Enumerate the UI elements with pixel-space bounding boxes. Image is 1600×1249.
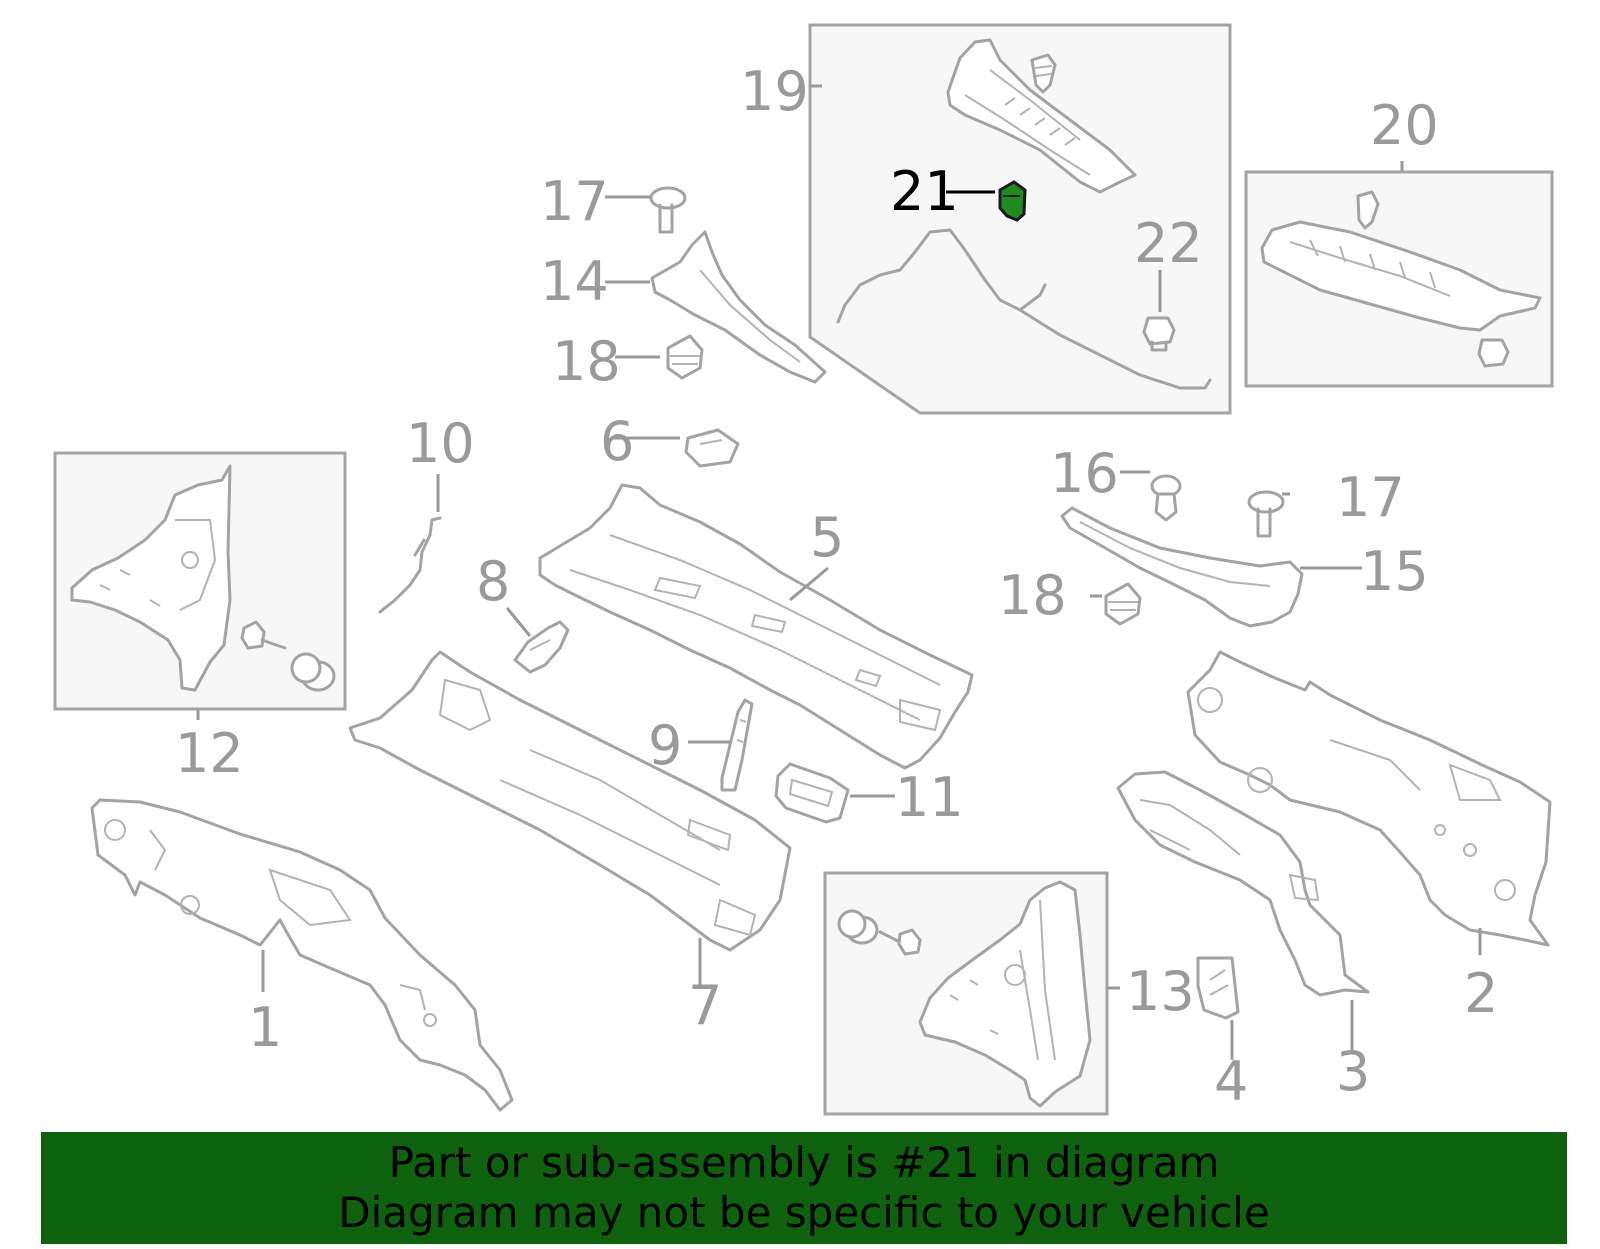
callout-8: 8 (476, 550, 510, 613)
part-13-side-panel-right (918, 880, 1092, 1108)
part-17-push-pin-upper (649, 186, 687, 234)
banner-line-disclaimer: Diagram may not be specific to your vehi… (338, 1188, 1270, 1237)
callout-11: 11 (895, 766, 964, 829)
part-1-dash-panel-left (90, 798, 514, 1112)
callout-18-upper: 18 (552, 330, 621, 393)
part-12-nut (290, 652, 336, 692)
part-11-bracket (774, 762, 850, 824)
part-2-dash-panel-right (1186, 650, 1552, 947)
callout-17-upper: 17 (540, 170, 609, 233)
part-18-grommet-upper (666, 334, 704, 380)
info-banner: Part or sub-assembly is #21 in diagram D… (41, 1132, 1567, 1244)
part-5-cowl-panel (538, 483, 974, 770)
callout-5: 5 (810, 506, 844, 569)
part-16-push-pin (1150, 474, 1182, 522)
callout-19: 19 (740, 60, 809, 123)
part-13-nut (837, 909, 879, 945)
part-20-cowl-top-panel (1260, 190, 1542, 368)
callout-20: 20 (1370, 94, 1439, 157)
part-6-clip (684, 428, 740, 468)
callout-3: 3 (1336, 1040, 1370, 1103)
part-18-grommet-lower (1104, 582, 1142, 626)
callout-7: 7 (688, 974, 722, 1037)
callout-10: 10 (406, 412, 475, 475)
callout-18-lower: 18 (998, 564, 1067, 627)
callout-9: 9 (648, 714, 682, 777)
part-21-clip-highlighted (998, 180, 1027, 222)
part-14-cowl-side-left (650, 230, 827, 384)
callout-6: 6 (600, 410, 634, 473)
part-8-bracket (513, 620, 570, 674)
callout-13: 13 (1126, 960, 1195, 1023)
part-19-washer-hose (836, 228, 1212, 390)
callout-2: 2 (1464, 962, 1498, 1025)
callout-1: 1 (248, 996, 282, 1059)
leader-lines (196, 84, 1482, 1060)
part-22-clip (1142, 316, 1176, 352)
part-15-cowl-side-right (1060, 506, 1304, 628)
callout-17-lower: 17 (1336, 466, 1405, 529)
part-9-bracket (720, 698, 754, 792)
banner-line-part-number: Part or sub-assembly is #21 in diagram (388, 1138, 1220, 1187)
callout-14: 14 (540, 250, 609, 313)
callout-15: 15 (1360, 540, 1429, 603)
part-12-side-panel-left (70, 464, 232, 692)
part-19-cowl-top-panel (946, 38, 1137, 194)
callout-16: 16 (1050, 442, 1119, 505)
part-17-push-pin-lower (1247, 490, 1285, 538)
callout-22: 22 (1134, 212, 1203, 275)
part-10-bracket (378, 516, 442, 614)
part-4-plate (1196, 956, 1240, 1020)
part-7-cowl-lower-panel (348, 650, 792, 952)
part-13-bolt (878, 928, 922, 956)
callout-21: 21 (890, 160, 959, 223)
part-12-bolt (240, 620, 287, 650)
part-3-bracket-panel (1116, 770, 1370, 997)
callout-12: 12 (175, 722, 244, 785)
callout-4: 4 (1214, 1050, 1248, 1113)
